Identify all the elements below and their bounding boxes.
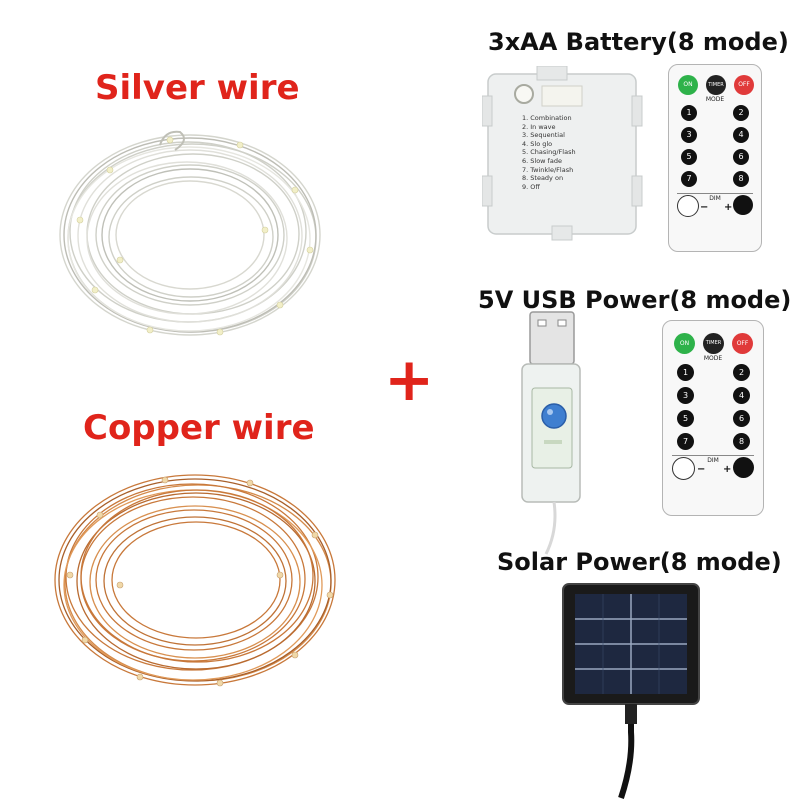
- remote-on-button: ON: [678, 75, 698, 95]
- remote-number-button: 8: [733, 171, 749, 187]
- remote-number-button: 6: [733, 149, 749, 165]
- mode-item: 6. Slow fade: [522, 156, 562, 165]
- remote-number-button: 7: [681, 171, 697, 187]
- dim-down-icon: [677, 195, 699, 217]
- dim-down-icon: [672, 457, 695, 480]
- remote-number-button: 2: [733, 364, 750, 381]
- remote-number-button: 3: [677, 387, 694, 404]
- mode-item: 7. Twinkle/Flash: [522, 165, 574, 174]
- mode-item: 8. Steady on: [522, 174, 564, 183]
- dim-minus-sign: −: [700, 202, 709, 213]
- silver-wire-coil: [59, 130, 321, 336]
- remote-dim-label: DIM: [709, 195, 721, 202]
- remote-number-button: 4: [733, 387, 750, 404]
- remote-timer-button: TIMER: [706, 75, 726, 95]
- remote-number-button: 3: [681, 127, 697, 143]
- remote-divider: [672, 455, 754, 456]
- plus-sign: +: [384, 345, 435, 415]
- mode-item: 4. Slo glo: [522, 139, 553, 148]
- battery-label: 3xAA Battery(8 mode): [488, 28, 789, 56]
- dim-plus-sign: +: [724, 202, 733, 213]
- remote-on-button: ON: [674, 333, 695, 354]
- dim-minus-sign: −: [697, 464, 706, 475]
- copper-wire-label: Copper wire: [83, 408, 315, 448]
- remote-control-usb: ON TIMER OFF MODE 1 2 3 4 5 6 7 8 DIM − …: [662, 320, 764, 516]
- remote-number-button: 7: [677, 433, 694, 450]
- battery-mode-list: 1. Combination 2. In wave 3. Sequential …: [522, 114, 576, 191]
- remote-off-button: OFF: [732, 333, 753, 354]
- copper-wire-coil: [54, 474, 336, 687]
- remote-off-button: OFF: [734, 75, 754, 95]
- solar-label: Solar Power(8 mode): [497, 548, 782, 576]
- remote-number-button: 2: [733, 105, 749, 121]
- mode-item: 9. Off: [522, 182, 540, 191]
- remote-number-button: 1: [681, 105, 697, 121]
- remote-number-button: 6: [733, 410, 750, 427]
- silver-wire-label: Silver wire: [95, 68, 300, 108]
- remote-number-button: 1: [677, 364, 694, 381]
- dim-plus-sign: +: [723, 464, 732, 475]
- remote-number-button: 4: [733, 127, 749, 143]
- dim-up-icon: [733, 195, 753, 215]
- remote-mode-label: MODE: [705, 96, 725, 103]
- remote-timer-button: TIMER: [703, 333, 724, 354]
- dim-up-icon: [733, 457, 754, 478]
- remote-control-battery: ON TIMER OFF MODE 1 2 3 4 5 6 7 8 DIM − …: [668, 64, 762, 252]
- battery-box: [482, 66, 643, 241]
- remote-divider: [677, 193, 753, 194]
- solar-panel: [562, 583, 700, 799]
- mode-item: 1. Combination: [522, 114, 572, 122]
- mode-item: 2. In wave: [522, 122, 556, 131]
- usb-label: 5V USB Power(8 mode): [478, 286, 792, 314]
- usb-controller: [521, 311, 581, 555]
- mode-item: 3. Sequential: [522, 131, 565, 140]
- remote-number-button: 5: [677, 410, 694, 427]
- remote-number-button: 8: [733, 433, 750, 450]
- mode-item: 5. Chasing/Flash: [522, 148, 576, 157]
- remote-dim-label: DIM: [707, 457, 719, 464]
- remote-number-button: 5: [681, 149, 697, 165]
- remote-mode-label: MODE: [703, 355, 723, 362]
